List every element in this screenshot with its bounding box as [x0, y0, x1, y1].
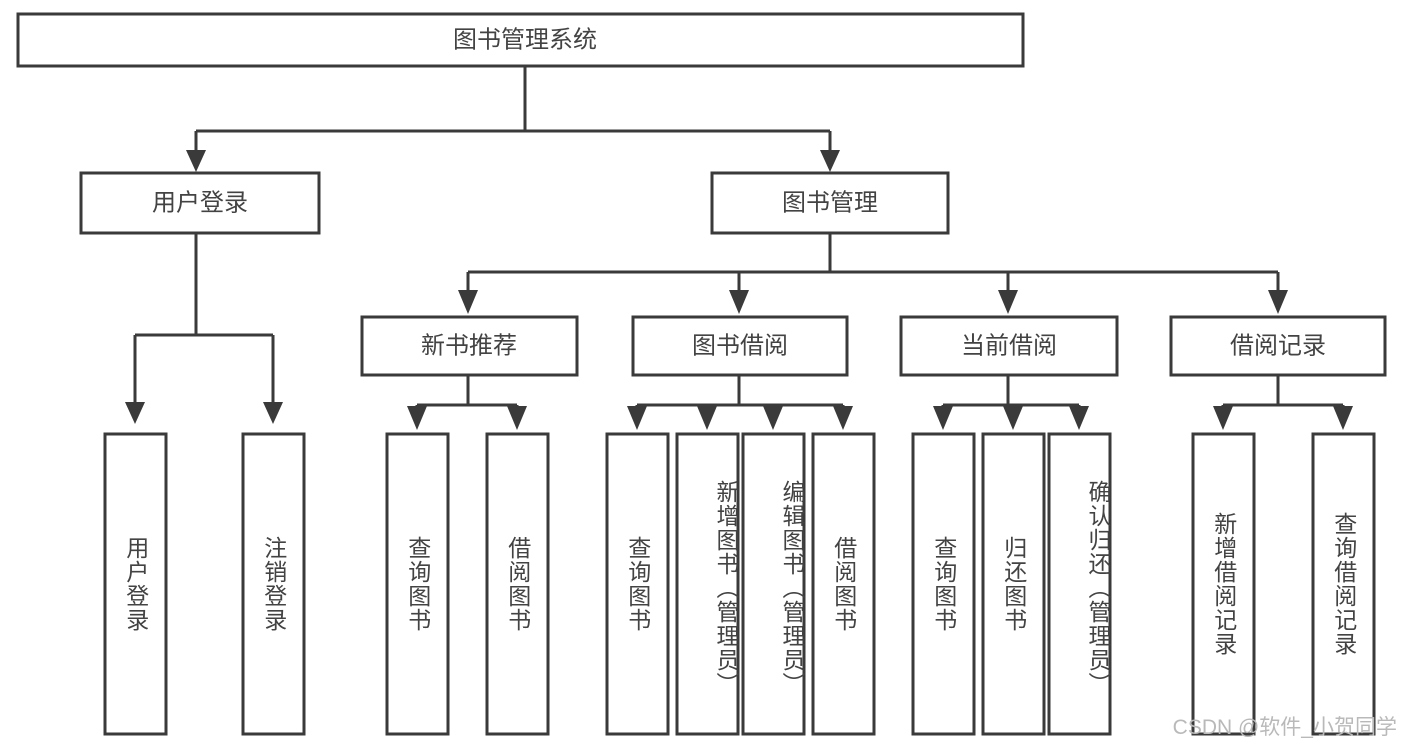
node-book-manage-label: 图书管理 [782, 189, 878, 216]
arrow-to-borrow-record [1268, 290, 1288, 314]
node-book-borrow-label: 图书借阅 [692, 332, 788, 359]
leaf-box-query-book-1[interactable] [385, 432, 450, 736]
node-borrow-record-box[interactable] [1169, 315, 1387, 377]
leaf-box-confirm-return[interactable] [1047, 432, 1112, 736]
node-new-book-recommend[interactable]: 新书推荐 [360, 315, 579, 377]
leaf-box-logout-login[interactable] [241, 432, 306, 736]
node-root-label: 图书管理系统 [453, 26, 597, 53]
leaf-box-return-book[interactable] [981, 432, 1046, 736]
watermark-text: CSDN @软件_小贺同学 [1172, 716, 1397, 739]
node-book-borrow[interactable]: 图书借阅 [631, 315, 849, 377]
arrow-leaf-user-login [125, 402, 145, 424]
node-root[interactable]: 图书管理系统 [16, 12, 1025, 68]
node-root-box[interactable] [16, 12, 1025, 68]
leaf-box-add-record[interactable] [1191, 432, 1256, 736]
node-user-login[interactable]: 用户登录 [79, 171, 321, 235]
leaf-box-query-record[interactable] [1311, 432, 1376, 736]
arrow-to-current-borrow [998, 290, 1018, 314]
node-book-manage-box[interactable] [710, 171, 950, 235]
leaf-box-add-book[interactable] [675, 432, 740, 736]
node-user-login-box[interactable] [79, 171, 321, 235]
arrow-to-new-book-recommend [458, 290, 478, 314]
node-current-borrow[interactable]: 当前借阅 [899, 315, 1119, 377]
leaf-box-borrow-book-2[interactable] [811, 432, 876, 736]
arrow-leaf-query-record [1333, 406, 1353, 430]
node-book-manage[interactable]: 图书管理 [710, 171, 950, 235]
node-new-book-recommend-label: 新书推荐 [421, 332, 517, 359]
arrow-root-to-book-manage [820, 150, 840, 172]
leaf-box-user-login[interactable] [103, 432, 168, 736]
node-book-borrow-box[interactable] [631, 315, 849, 377]
leaf-box-query-book-3[interactable] [911, 432, 976, 736]
arrow-leaf-edit-book [763, 406, 783, 430]
arrow-leaf-borrow-book-2 [833, 406, 853, 430]
node-current-borrow-label: 当前借阅 [961, 332, 1057, 359]
connector-group [125, 66, 1353, 430]
arrow-leaf-return-book [1003, 406, 1023, 430]
node-borrow-record-label: 借阅记录 [1230, 332, 1326, 359]
arrow-to-book-borrow [729, 290, 749, 314]
arrow-leaf-confirm-return [1069, 406, 1089, 430]
leaf-box-borrow-book-1[interactable] [485, 432, 550, 736]
node-user-login-label: 用户登录 [152, 189, 248, 216]
leaf-box-query-book-2[interactable] [605, 432, 670, 736]
arrow-root-to-user-login [186, 150, 206, 172]
leaf-box-group [103, 432, 1376, 736]
arrow-leaf-query-book-2 [627, 406, 647, 430]
node-borrow-record[interactable]: 借阅记录 [1169, 315, 1387, 377]
arrow-leaf-add-book [697, 406, 717, 430]
arrow-leaf-query-book-1 [407, 406, 427, 430]
node-current-borrow-box[interactable] [899, 315, 1119, 377]
node-new-book-recommend-box[interactable] [360, 315, 579, 377]
arrow-leaf-query-book-3 [933, 406, 953, 430]
arrow-leaf-logout-login [263, 402, 283, 424]
arrow-leaf-borrow-book-1 [507, 406, 527, 430]
leaf-box-edit-book[interactable] [741, 432, 806, 736]
arrow-leaf-add-record [1213, 406, 1233, 430]
